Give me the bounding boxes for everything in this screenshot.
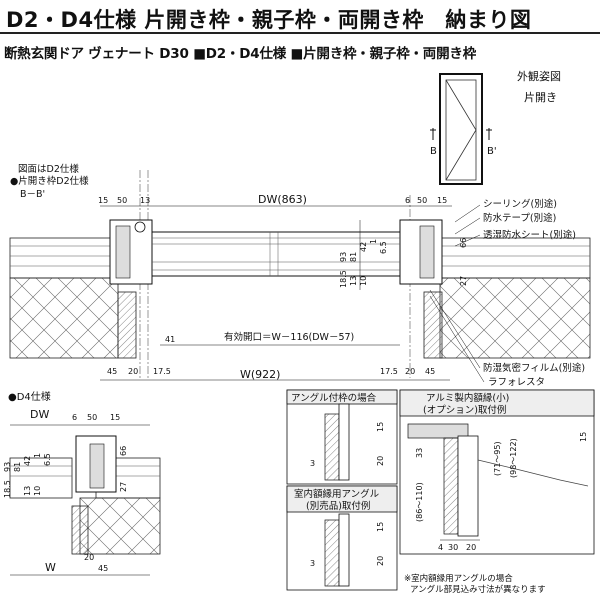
d4-dim-13: 13	[23, 486, 32, 496]
dim-vertical-18-5: 18.5	[339, 270, 348, 288]
section-mark-b-prime: B'	[487, 146, 497, 157]
detail-aluminum-title-2: (オプション)取付例	[423, 404, 506, 416]
dim-top-right-2: 50	[417, 196, 427, 205]
title-divider	[0, 32, 600, 34]
detail-interior-dim-20: 20	[376, 556, 385, 566]
d4-dw-label: DW	[30, 408, 49, 421]
note-line-2: ●片開き枠D2仕様	[10, 175, 89, 187]
detail-aluminum-title-1: アルミ製内額縁(小)	[426, 392, 509, 404]
d4-dim-45: 45	[98, 564, 108, 573]
detail-aluminum-dim-20: 20	[466, 543, 476, 552]
footnote-line-1: ※室内額縁用アングルの場合	[404, 574, 513, 584]
dim-41: 41	[165, 335, 175, 344]
d4-dim-50: 50	[87, 413, 97, 422]
dim-vertical-6-5: 6.5	[379, 241, 388, 254]
d4-dim-18-5: 18.5	[3, 480, 12, 498]
dim-top-left-3: 13	[140, 196, 150, 205]
detail-interior-dim-15: 15	[376, 522, 385, 532]
dim-vertical-1: 1	[369, 239, 378, 244]
dim-vertical-81: 81	[349, 252, 358, 262]
dw-label: DW(863)	[258, 193, 307, 206]
dim-vertical-10: 10	[359, 276, 368, 286]
detail-interior-dim-3: 3	[310, 559, 315, 568]
callout-breathable-sheet: 透湿防水シート(別途)	[483, 229, 576, 241]
note-line-1: 図面はD2仕様	[18, 163, 79, 175]
main-section-drawing: 図面はD2仕様 ●片開き枠D2仕様 B－B' 15 50 13 DW(863) …	[9, 163, 591, 381]
d4-section-drawing: ●D4仕様 DW 6 50 15 93 81 42 1 6.5 13 10 18…	[3, 390, 161, 576]
callout-waterproof-tape: 防水テープ(別途)	[483, 212, 556, 224]
callout-vapor-film: 防湿気密フィルム(別途)	[483, 362, 585, 374]
detail-angle-frame: アングル付枠の場合 15 3 20	[286, 389, 398, 485]
detail-interior-title-2: (別売品)取付例	[306, 500, 370, 512]
dim-bottom-20-right: 20	[405, 367, 415, 376]
detail-interior-angle: 室内額縁用アングル (別売品)取付例 15 3 20	[286, 485, 398, 591]
section-mark-b: B	[430, 146, 437, 157]
elevation-label: 外観姿図	[517, 69, 561, 83]
d4-dim-66: 66	[119, 446, 128, 456]
detail-aluminum-dim-98-122: (98～122)	[509, 438, 518, 478]
detail-angle-dim-15: 15	[376, 422, 385, 432]
dim-top-right-1: 6	[405, 196, 410, 205]
d4-dim-10: 10	[33, 486, 42, 496]
dim-bottom-17-5-right: 17.5	[380, 367, 398, 376]
detail-aluminum-dim-86-110: (86～110)	[415, 482, 424, 522]
dim-vertical-27: 27	[459, 276, 468, 286]
dim-top-right-3: 15	[437, 196, 447, 205]
detail-aluminum-dim-33: 33	[415, 448, 424, 458]
dim-vertical-42: 42	[359, 242, 368, 252]
d4-dim-42: 42	[23, 456, 32, 466]
detail-aluminum-dim-4: 4	[438, 543, 443, 552]
effective-opening-label: 有効開口＝W－116(DW－57)	[224, 331, 354, 343]
w-label: W(922)	[240, 368, 280, 381]
callout-sealing: シーリング(別途)	[483, 198, 557, 210]
d4-dim-81: 81	[13, 462, 22, 472]
d4-dim-6: 6	[72, 413, 77, 422]
door-elevation: B B' 外観姿図 片開き	[430, 69, 561, 185]
callout-laforesta: ラフォレスタ	[488, 377, 545, 388]
d4-w-label: W	[45, 561, 56, 574]
d4-dim-6-5: 6.5	[43, 453, 52, 466]
d4-label: ●D4仕様	[8, 390, 51, 403]
footnote-line-2: アングル部見込み寸法が異なります	[410, 585, 546, 595]
page-title: D2・D4仕様 片開き枠・親子枠・両開き枠 納まり図	[6, 8, 532, 32]
detail-angle-dim-20: 20	[376, 456, 385, 466]
detail-aluminum-dim-30: 30	[448, 543, 458, 552]
dim-top-left-2: 50	[117, 196, 127, 205]
detail-aluminum-dim-71-95: (71～95)	[493, 441, 502, 476]
dim-66: 66	[459, 238, 468, 248]
dim-bottom-45: 45	[107, 367, 117, 376]
dim-vertical-13: 13	[349, 276, 358, 286]
d4-dim-1: 1	[33, 453, 42, 458]
dim-bottom-45-right: 45	[425, 367, 435, 376]
d4-dim-93: 93	[3, 462, 12, 472]
dim-top-left-1: 15	[98, 196, 108, 205]
d4-dim-20: 20	[84, 553, 94, 562]
page-subtitle: 断熱玄関ドア ヴェナート D30 ■D2・D4仕様 ■片開き枠・親子枠・両開き枠	[4, 46, 477, 62]
detail-interior-title-1: 室内額縁用アングル	[294, 488, 380, 500]
dim-bottom-17-5-left: 17.5	[153, 367, 171, 376]
d4-dim-15: 15	[110, 413, 120, 422]
d4-dim-27: 27	[119, 482, 128, 492]
detail-angle-dim-3: 3	[310, 459, 315, 468]
dim-bottom-20: 20	[128, 367, 138, 376]
elevation-sub-label: 片開き	[524, 91, 557, 104]
note-line-3: B－B'	[20, 189, 45, 200]
callouts: シーリング(別途) 防水テープ(別途) 透湿防水シート(別途) 防湿気密フィルム…	[429, 198, 585, 388]
dim-vertical-93: 93	[339, 252, 348, 262]
detail-aluminum-casing: アルミ製内額縁(小) (オプション)取付例 15 33 (71～95) (98～…	[399, 389, 595, 555]
detail-aluminum-dim-15: 15	[579, 432, 588, 442]
detail-angle-title: アングル付枠の場合	[291, 392, 377, 404]
